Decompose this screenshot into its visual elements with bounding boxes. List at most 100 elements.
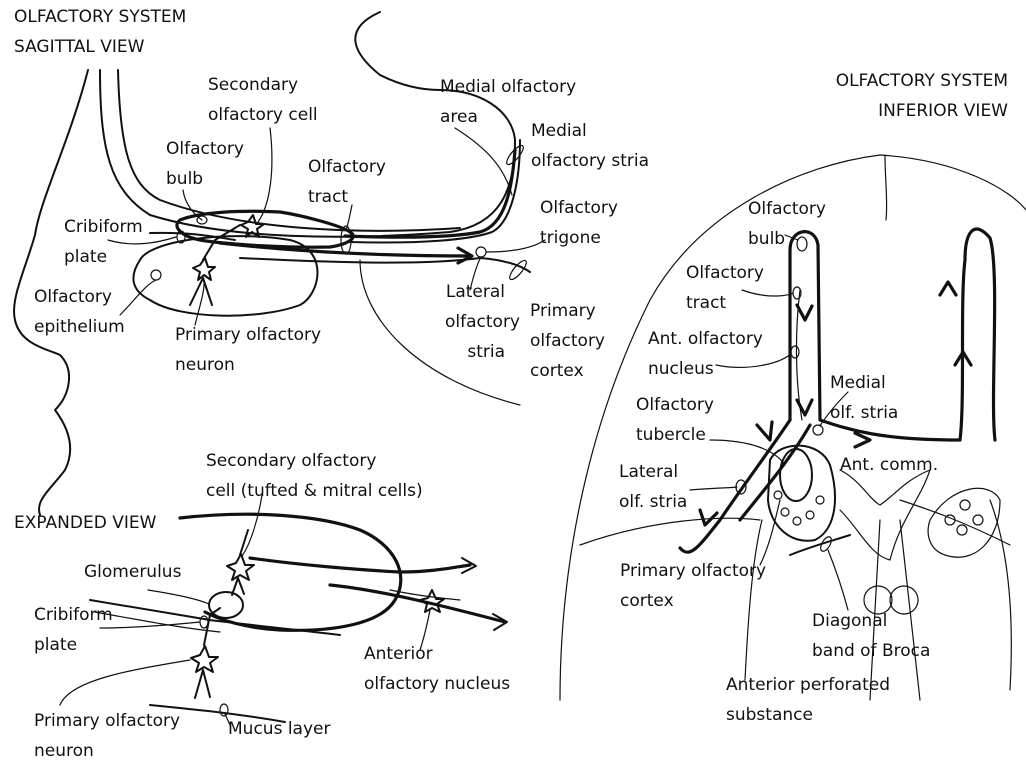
label-primary-olfactory-neuron: Primary olfactory neuron xyxy=(175,320,321,380)
label-secondary-olfactory-cell: Secondary olfactory cell xyxy=(208,70,318,130)
label-line: olfactory stria xyxy=(531,151,650,171)
exp-ant-nucleus-star xyxy=(419,589,445,613)
face-profile xyxy=(13,69,89,516)
marker-olfactory-bulb xyxy=(196,215,208,225)
marker-cribiform xyxy=(176,230,186,244)
label-inf-ant-comm: Ant. comm. xyxy=(840,450,938,480)
exp-tract-upper xyxy=(248,556,472,574)
inferior-lateral-stria-2 xyxy=(738,423,812,522)
label-line: neuron xyxy=(34,741,94,761)
label-line: Secondary olfactory xyxy=(206,451,377,471)
exp-cribiform-line-2 xyxy=(94,611,221,633)
label-line: Olfactory xyxy=(540,198,618,218)
olfactory-bulb-shape xyxy=(175,209,355,249)
midline xyxy=(884,154,888,221)
label-olfactory-epithelium: Olfactory epithelium xyxy=(34,282,125,342)
exp-primary-axon xyxy=(194,607,221,699)
leader-inf-cortex xyxy=(759,499,781,566)
leader-inf-medial-stria xyxy=(819,391,849,427)
inferior-down-arrow-2 xyxy=(795,398,814,417)
diagonal-band-line xyxy=(789,534,851,556)
leader-olf-tract xyxy=(345,204,353,231)
label-primary-olfactory-cortex: Primary olfactory cortex xyxy=(530,296,605,386)
frontal-lobe-inner xyxy=(117,69,461,232)
right-outline xyxy=(989,499,1012,691)
leader-exp-mucus xyxy=(224,713,231,726)
right-dot-3 xyxy=(956,524,968,536)
lateral-stria-lower xyxy=(239,257,531,273)
perforation-dot-2 xyxy=(792,516,802,526)
optic-chiasm-outline xyxy=(839,469,931,561)
inferior-view-drawing xyxy=(559,154,1026,701)
label-line: cell (tufted & mitral cells) xyxy=(206,481,423,501)
marker-epithelium xyxy=(150,269,162,281)
label-line: Primary olfactory xyxy=(620,561,767,581)
exp-glomerulus xyxy=(208,591,244,619)
label-medial-olfactory-stria: Medial olfactory stria xyxy=(531,116,649,176)
exp-mucus-layer xyxy=(149,704,286,723)
label-exp-cribiform-plate: Cribiform plate xyxy=(34,600,113,660)
label-inf-anterior-perforated-substance: Anterior perforated substance xyxy=(726,670,890,730)
mammillary-2 xyxy=(889,585,919,615)
marker-diagonal-band xyxy=(820,536,832,552)
label-line: epithelium xyxy=(34,317,125,337)
leader-inf-lateral-stria xyxy=(689,486,738,491)
marker-exp-cribiform xyxy=(199,615,209,629)
leader-inf-tubercle xyxy=(709,439,786,466)
label-inf-ant-olfactory-nucleus: Ant. olfactory nucleus xyxy=(648,324,763,384)
label-line: Anterior xyxy=(364,644,433,664)
secondary-cell-star xyxy=(240,214,265,238)
inferior-lateral-arrow-2 xyxy=(698,508,719,527)
primary-neuron-star xyxy=(192,257,216,281)
label-line: cortex xyxy=(620,591,674,611)
label-line: Cribiform xyxy=(64,217,143,237)
leader-medial-area xyxy=(454,127,513,196)
label-line: Medial xyxy=(531,121,587,141)
label-line: Medial xyxy=(830,373,886,393)
leader-primary-neuron xyxy=(194,279,205,326)
label-line: tract xyxy=(308,187,349,207)
marker-exp-mucus xyxy=(219,703,229,717)
marker-inf-bulb xyxy=(796,236,808,252)
exp-primary-star xyxy=(190,645,219,673)
exp-tract-arrow-1 xyxy=(461,557,477,574)
label-olfactory-tract: Olfactory tract xyxy=(308,152,386,212)
leader-exp-cribiform xyxy=(99,621,201,629)
leader-inf-ant-nucleus xyxy=(715,352,792,368)
marker-tract xyxy=(340,225,352,255)
sagittal-title-line-2: SAGITTAL VIEW xyxy=(14,37,145,57)
label-line: olfactory nucleus xyxy=(364,674,511,694)
leader-exp-ant-nucleus xyxy=(419,609,431,651)
inferior-down-arrow-1 xyxy=(795,303,814,322)
exp-bulb-outline xyxy=(178,512,403,632)
cribiform-plate-line xyxy=(149,231,236,241)
expanded-view-title: EXPANDED VIEW xyxy=(14,508,156,538)
leader-inf-perforated xyxy=(744,519,763,681)
leader-exp-primary xyxy=(59,659,191,706)
label-line: Primary olfactory xyxy=(175,325,322,345)
marker-inf-medial-stria xyxy=(812,424,824,436)
leader-olf-bulb xyxy=(182,189,203,221)
perforated-substance-shape xyxy=(767,444,836,542)
label-lateral-olfactory-stria: Lateral olfactory stria xyxy=(445,277,520,367)
label-line: Anterior perforated xyxy=(726,675,890,695)
label-line: Medial olfactory xyxy=(440,77,577,97)
right-dot-2 xyxy=(959,499,971,511)
label-line: area xyxy=(440,107,478,127)
label-line: olfactory xyxy=(445,312,520,332)
label-inf-primary-olfactory-cortex: Primary olfactory cortex xyxy=(620,556,766,616)
label-line: plate xyxy=(34,635,78,655)
label-line: trigone xyxy=(540,228,601,248)
label-line: Glomerulus xyxy=(84,562,182,582)
label-inf-olfactory-tubercle: Olfactory tubercle xyxy=(636,390,714,450)
label-line: Olfactory xyxy=(166,139,244,159)
label-inf-diagonal-band-of-broca: Diagonal band of Broca xyxy=(812,606,930,666)
label-exp-anterior-olfactory-nucleus: Anterior olfactory nucleus xyxy=(364,639,510,699)
medial-stria-path xyxy=(343,148,517,239)
leader-cribiform xyxy=(107,236,177,245)
sagittal-view-drawing xyxy=(13,11,546,516)
lower-outline xyxy=(899,499,1011,546)
label-exp-mucus-layer: Mucus layer xyxy=(228,714,330,744)
label-inf-lateral-olf-stria: Lateral olf. stria xyxy=(619,457,687,517)
medial-stria-path-2 xyxy=(349,139,521,244)
